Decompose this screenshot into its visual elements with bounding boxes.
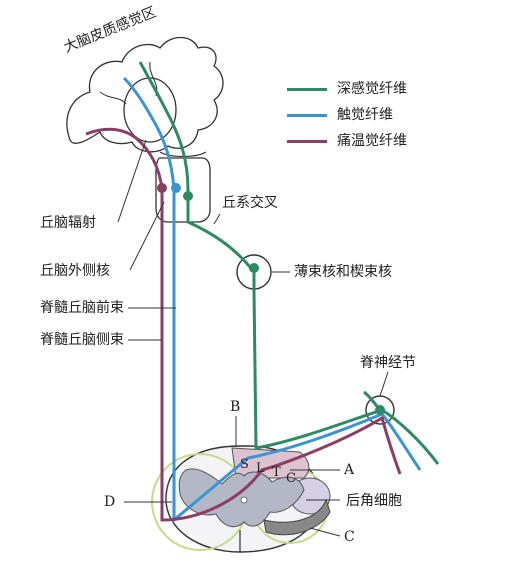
label-T: T [272,465,281,480]
label-spinal-ganglion: 脊神经节 [360,355,416,371]
label-thalamic-radiation: 丘脑辐射 [40,215,96,231]
brain-outline [66,36,224,153]
leader-C [309,527,341,537]
deep-sensation-fiber [138,61,440,465]
label-anterior-spinothalamic-tract: 脊髓丘脑前束 [40,300,124,316]
pain-temperature-fiber [85,127,402,522]
spinal-cord-section [151,445,331,553]
label-dorsal-horn-cells: 后角细胞 [346,493,402,509]
legend-label-touch: 触觉纤维 [337,107,393,123]
label-L: L [256,461,265,476]
touch-fiber [122,76,422,524]
brain-sulcus [99,91,127,105]
legend-label-deep: 深感觉纤维 [337,81,407,97]
legend-swatch-touch [287,113,327,117]
touch-synapse-dot [171,183,181,193]
label-C-small: C [286,471,296,486]
gracile-synapse-dot [249,263,259,273]
legend-swatch-pain [287,139,327,143]
label-C: C [344,529,355,545]
legend-item-deep: 深感觉纤维 [287,82,407,96]
label-D: D [104,494,116,510]
label-S: S [240,457,249,472]
dorsal-column-zone [231,447,310,479]
deep-synapse-dot [183,191,193,201]
central-canal [240,496,248,504]
legend-item-pain: 痛温觉纤维 [287,134,407,148]
label-A: A [344,462,355,478]
legend-item-touch: 触觉纤维 [287,108,393,122]
legend-label-pain: 痛温觉纤维 [337,133,407,149]
legend-swatch-deep [287,87,327,91]
hatched-region [263,498,331,536]
pain-synapse-dot [157,183,167,193]
leader-thalamic-lateral [129,201,165,271]
leader-thalamic-radiation [117,139,147,223]
ganglion-cell-dot [375,405,385,415]
leader-ganglion [379,371,389,397]
leader-lemniscus [213,213,221,225]
label-thalamic-lateral-nucleus: 丘脑外侧核 [40,263,110,279]
label-B: B [230,399,241,415]
label-lateral-spinothalamic-tract: 脊髓丘脑侧束 [40,332,124,348]
label-medial-lemniscus: 丘系交叉 [222,195,278,211]
label-gracile-cuneate-nuclei: 薄束核和楔束核 [294,264,392,280]
